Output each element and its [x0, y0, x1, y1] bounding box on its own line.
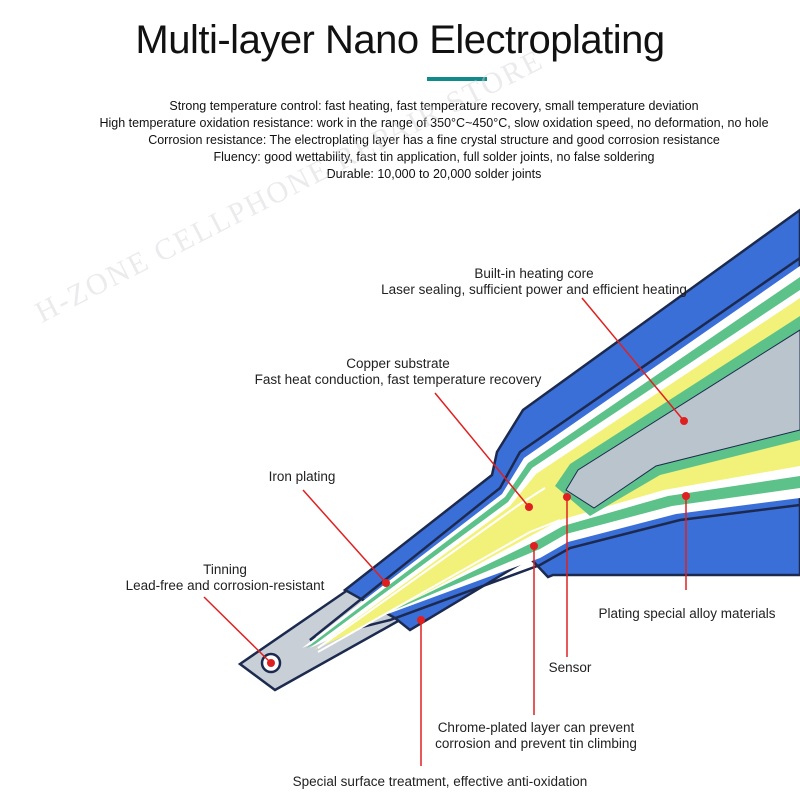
callout-desc: Fast heat conduction, fast temperature r…	[254, 372, 542, 387]
page-title: Multi-layer Nano Electroplating	[135, 18, 665, 62]
callout-alloy: Plating special alloy materials	[594, 606, 780, 622]
leader-lines	[203, 297, 687, 766]
callout-desc: Laser sealing, sufficient power and effi…	[381, 282, 687, 297]
callout-sensor: Sensor	[545, 660, 595, 676]
callout-chrome: Chrome-plated layer can prevent corrosio…	[430, 720, 642, 752]
leader-dots	[267, 417, 690, 667]
feature-item: Durable: 10,000 to 20,000 solder joints	[326, 167, 542, 181]
callout-title: Copper substrate	[346, 356, 450, 371]
inner-line	[317, 487, 546, 649]
callout-tinning: Tinning Lead-free and corrosion-resistan…	[120, 562, 330, 594]
callout-title: Iron plating	[268, 469, 336, 484]
callout-iron: Iron plating	[262, 469, 342, 485]
callout-copper: Copper substrate Fast heat conduction, f…	[250, 356, 546, 388]
callout-title: Chrome-plated layer can prevent	[437, 720, 635, 735]
callout-title: Built-in heating core	[474, 266, 594, 281]
title-underline	[427, 77, 487, 81]
callout-title: Plating special alloy materials	[598, 606, 776, 621]
feature-item: High temperature oxidation resistance: w…	[99, 116, 769, 130]
inner-line	[317, 519, 561, 653]
callout-title: Tinning	[203, 562, 247, 577]
feature-list: Strong temperature control: fast heating…	[0, 98, 800, 183]
callout-desc: Lead-free and corrosion-resistant	[125, 578, 325, 593]
feature-item: Fluency: good wettability, fast tin appl…	[213, 150, 655, 164]
feature-item: Corrosion resistance: The electroplating…	[148, 133, 720, 147]
copper-layer	[314, 298, 800, 650]
callout-surface: Special surface treatment, effective ant…	[286, 774, 594, 790]
callout-heating-core: Built-in heating core Laser sealing, suf…	[375, 266, 693, 298]
feature-item: Strong temperature control: fast heating…	[169, 99, 699, 113]
callout-desc: corrosion and prevent tin climbing	[435, 736, 637, 751]
callout-title: Special surface treatment, effective ant…	[292, 774, 588, 789]
callout-title: Sensor	[548, 660, 592, 675]
inner-outline	[309, 256, 800, 642]
